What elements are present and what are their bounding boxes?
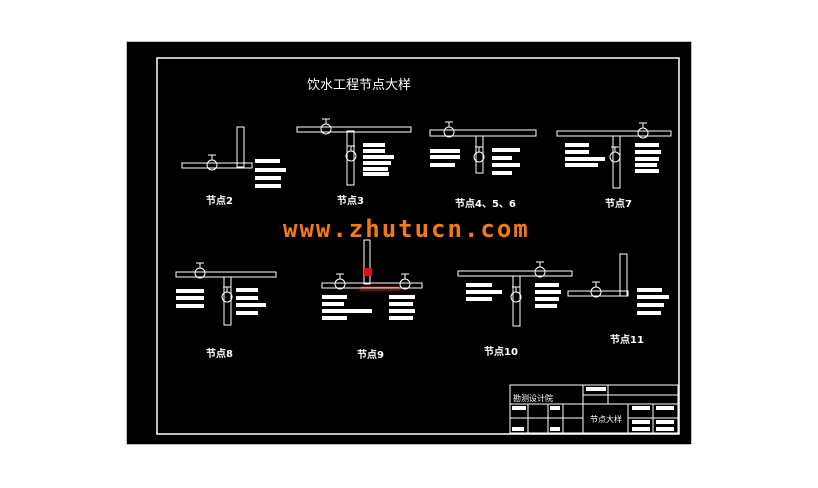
annotation-bar [389, 309, 415, 313]
title-block-company: 勘测设计院 [513, 393, 553, 403]
title-block-field [550, 427, 560, 431]
annotation-bars [176, 143, 674, 431]
node-label-10: 节点10 [484, 345, 518, 358]
annotation-bar [236, 288, 258, 292]
annotation-bar [466, 290, 502, 294]
pipe-segment [359, 286, 401, 291]
annotation-bar [535, 290, 561, 294]
annotation-bar [565, 163, 598, 167]
annotation-bar [492, 156, 512, 160]
node-label-4-5-6: 节点4、5、6 [455, 197, 516, 210]
pipe-details [175, 118, 672, 327]
annotation-bar [565, 157, 605, 161]
annotation-bar [430, 155, 460, 159]
annotation-bar [176, 304, 204, 308]
drawing-title: 饮水工程节点大样 [307, 78, 411, 93]
annotation-bar [322, 302, 344, 306]
title-block-field [512, 406, 526, 410]
annotation-bar [637, 311, 661, 315]
pipe-segment [321, 282, 423, 289]
annotation-bar [535, 283, 559, 287]
annotation-bar [389, 302, 413, 306]
annotation-bar [635, 157, 659, 161]
pipe-segment [236, 126, 245, 168]
annotation-bar [637, 288, 662, 292]
node-label-8: 节点8 [206, 347, 233, 360]
watermark: www.zhutucn.com [283, 215, 530, 243]
title-block-field [632, 420, 650, 424]
annotation-bar [255, 176, 281, 180]
annotation-bar [236, 296, 258, 300]
title-block-field [632, 427, 650, 431]
title-block-field [632, 406, 650, 410]
annotation-bar [637, 295, 669, 299]
annotation-bar [255, 184, 281, 188]
annotation-bar [565, 150, 589, 154]
annotation-bar [535, 304, 557, 308]
annotation-bar [492, 163, 520, 167]
annotation-bar [389, 295, 415, 299]
annotation-bar [176, 296, 204, 300]
annotation-bar [322, 295, 347, 299]
annotation-bar [236, 303, 266, 307]
node-label-2: 节点2 [206, 194, 233, 207]
annotation-bar [635, 163, 657, 167]
annotation-bar [492, 148, 520, 152]
title-block-field [656, 406, 674, 410]
annotation-bar [466, 297, 492, 301]
annotation-bar [363, 167, 388, 171]
node-label-3: 节点3 [337, 194, 364, 207]
annotation-bar [466, 283, 492, 287]
annotation-bar [635, 169, 659, 173]
annotation-bar [363, 172, 389, 176]
pipe-segment [567, 290, 629, 297]
pipe-segment [346, 130, 355, 186]
node-label-7: 节点7 [605, 197, 632, 210]
title-block-drawing-name: 节点大样 [590, 414, 622, 424]
annotation-bar [322, 316, 347, 320]
title-block [509, 384, 679, 434]
annotation-bar [255, 168, 286, 172]
annotation-bar [255, 159, 280, 163]
red-fitting [364, 268, 372, 276]
annotation-bar [637, 303, 664, 307]
annotation-bar [565, 143, 589, 147]
annotation-bar [236, 311, 258, 315]
annotation-bar [492, 171, 512, 175]
annotation-bar [635, 150, 661, 154]
title-block-field [586, 387, 606, 391]
node-label-9: 节点9 [357, 348, 384, 361]
outer-frame [125, 40, 693, 446]
annotation-bar [635, 143, 659, 147]
annotation-bar [363, 143, 385, 147]
title-block-field [550, 406, 560, 410]
annotation-bar [430, 163, 455, 167]
annotation-bar [430, 149, 460, 153]
annotation-bar [389, 316, 413, 320]
pipe-segment [363, 239, 371, 285]
annotation-bar [535, 297, 559, 301]
annotation-bar [322, 309, 372, 313]
node-label-11: 节点11 [610, 333, 644, 346]
pipe-segment [619, 253, 628, 297]
annotation-bar [363, 149, 385, 153]
annotation-bar [363, 155, 394, 159]
annotation-bar [176, 289, 204, 293]
title-block-field [656, 427, 674, 431]
inner-frame [156, 57, 680, 435]
title-block-field [512, 427, 524, 431]
annotation-bar [363, 161, 391, 165]
title-block-field [656, 420, 674, 424]
